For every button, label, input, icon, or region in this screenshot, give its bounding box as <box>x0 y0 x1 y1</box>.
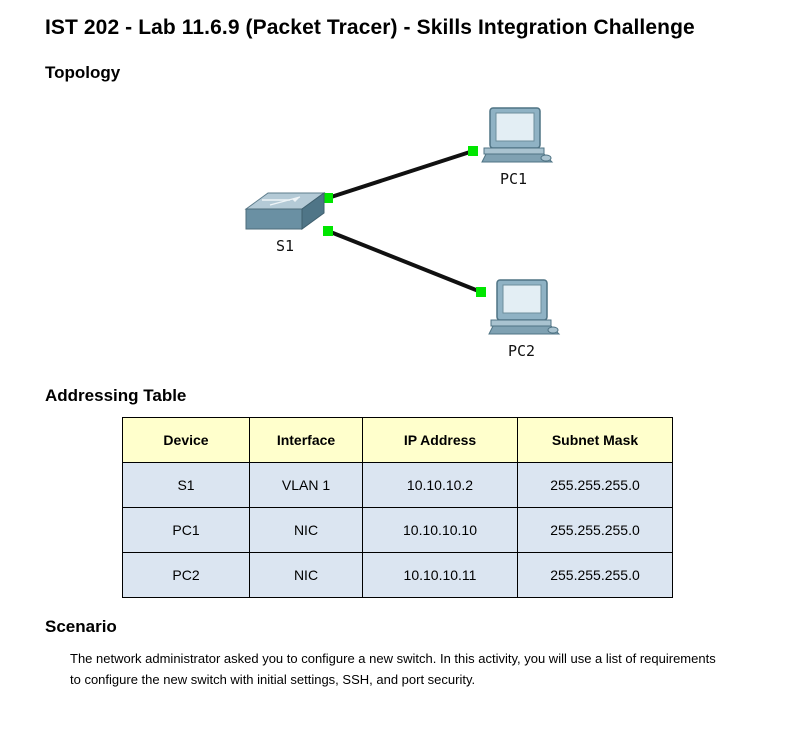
page-title: IST 202 - Lab 11.6.9 (Packet Tracer) - S… <box>45 16 695 39</box>
addressing-table-heading: Addressing Table <box>45 386 187 405</box>
link-light-s1-pc1-pc-end <box>468 146 478 156</box>
pc1-computer-icon[interactable] <box>481 107 554 163</box>
cell-interface: VLAN 1 <box>249 462 363 508</box>
link-light-s1-pc1-switch-end <box>323 193 333 203</box>
scenario-paragraph: The network administrator asked you to c… <box>70 651 716 687</box>
column-header-interface: Interface <box>249 417 363 463</box>
pc2-computer-icon[interactable] <box>488 279 561 335</box>
link-light-s1-pc2-switch-end <box>323 226 333 236</box>
topology-diagram: S1 PC1 PC2 <box>244 107 561 360</box>
table-row: PC1 NIC 10.10.10.10 255.255.255.0 <box>122 507 673 553</box>
table-row: PC2 NIC 10.10.10.11 255.255.255.0 <box>122 552 673 598</box>
addressing-table: Device Interface IP Address Subnet Mask … <box>122 417 673 598</box>
table-row: S1 VLAN 1 10.10.10.2 255.255.255.0 <box>122 462 673 508</box>
switch-s1-icon[interactable] <box>244 192 326 230</box>
cell-ip-address: 10.10.10.2 <box>362 462 518 508</box>
column-header-device: Device <box>122 417 250 463</box>
link-light-s1-pc2-pc-end <box>476 287 486 297</box>
pc2-label: PC2 <box>508 342 535 360</box>
cable-s1-pc2 <box>327 229 482 294</box>
cell-device: PC2 <box>122 552 250 598</box>
cell-device: S1 <box>122 462 250 508</box>
cell-ip-address: 10.10.10.11 <box>362 552 518 598</box>
column-header-ip-address: IP Address <box>362 417 518 463</box>
cell-interface: NIC <box>249 507 363 553</box>
table-header-row: Device Interface IP Address Subnet Mask <box>122 417 673 463</box>
pc1-label: PC1 <box>500 170 527 188</box>
cell-subnet-mask: 255.255.255.0 <box>517 552 673 598</box>
cell-ip-address: 10.10.10.10 <box>362 507 518 553</box>
cell-device: PC1 <box>122 507 250 553</box>
switch-s1-label: S1 <box>276 237 294 255</box>
cell-subnet-mask: 255.255.255.0 <box>517 462 673 508</box>
cell-interface: NIC <box>249 552 363 598</box>
cell-subnet-mask: 255.255.255.0 <box>517 507 673 553</box>
cable-s1-pc1 <box>327 149 474 200</box>
column-header-subnet-mask: Subnet Mask <box>517 417 673 463</box>
scenario-heading: Scenario <box>45 617 117 636</box>
topology-heading: Topology <box>45 63 121 82</box>
